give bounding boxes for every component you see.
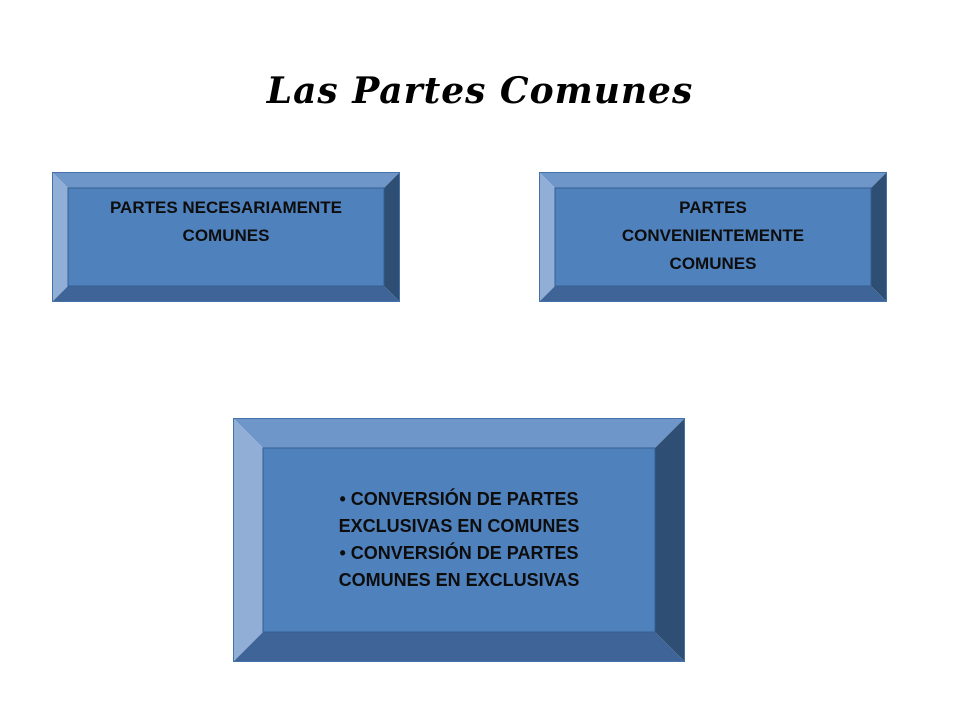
box-partes-necesariamente-comunes: PARTES NECESARIAMENTE COMUNES: [52, 172, 400, 302]
bullet-item: • CONVERSIÓN DE PARTES COMUNES EN EXCLUS…: [338, 543, 580, 590]
slide-title: Las Partes Comunes: [266, 70, 694, 112]
bullet-item: • CONVERSIÓN DE PARTES EXCLUSIVAS EN COM…: [338, 489, 580, 536]
box-bullet-list: • CONVERSIÓN DE PARTES EXCLUSIVAS EN COM…: [263, 448, 655, 632]
box-label: PARTES NECESARIAMENTE COMUNES: [109, 198, 343, 245]
box-conversion: • CONVERSIÓN DE PARTES EXCLUSIVAS EN COM…: [233, 418, 685, 662]
box-label: PARTES CONVENIENTEMENTE COMUNES: [621, 198, 805, 273]
box-partes-convenientemente-comunes: PARTES CONVENIENTEMENTE COMUNES: [539, 172, 887, 302]
bevel-shape: [52, 172, 400, 302]
bevel-shape: [539, 172, 887, 302]
bevel-shape: [233, 418, 685, 662]
